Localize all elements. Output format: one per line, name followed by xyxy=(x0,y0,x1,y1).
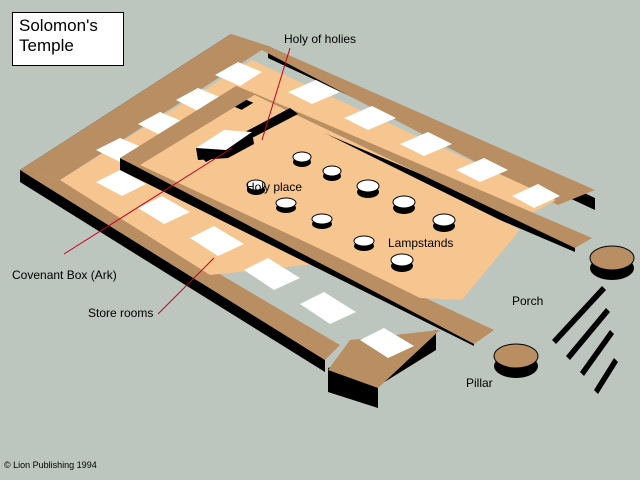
leader-holy-of-holies xyxy=(261,47,291,141)
outer-wall-north-east xyxy=(231,34,595,205)
lampstand xyxy=(353,235,375,251)
label-holy-of-holies: Holy of holies xyxy=(284,32,357,46)
porch-area xyxy=(462,230,560,318)
covenant-box xyxy=(196,130,254,160)
leader-store-rooms xyxy=(157,257,215,315)
pillar-left xyxy=(493,343,539,378)
leader-lines xyxy=(63,47,291,315)
outer-wall-entrance-corner xyxy=(328,330,440,388)
lampstand xyxy=(356,179,380,198)
label-store-rooms: Store rooms xyxy=(88,306,154,320)
outer-wall-south-west xyxy=(20,170,340,360)
outer-wall-north-west xyxy=(20,34,268,180)
lampstands xyxy=(246,151,456,272)
pillar-right xyxy=(589,245,635,280)
label-covenant-box: Covenant Box (Ark) xyxy=(12,268,117,282)
title-box: Solomon's Temple xyxy=(12,12,124,66)
inner-wall-north-west xyxy=(120,86,256,165)
leader-covenant-box xyxy=(63,147,233,255)
inner-wall-north-east xyxy=(236,86,592,248)
copyright-text: © Lion Publishing 1994 xyxy=(4,460,97,470)
lampstand xyxy=(275,197,297,213)
lampstand xyxy=(292,151,312,167)
porch-steps xyxy=(552,286,618,394)
lampstand xyxy=(432,213,456,232)
label-holy-place: Holy place xyxy=(246,180,303,194)
label-porch: Porch xyxy=(512,294,544,308)
lampstand xyxy=(311,213,333,229)
lampstand xyxy=(322,165,342,181)
lampstand xyxy=(390,253,414,272)
inner-wall-south-west xyxy=(120,158,494,344)
lampstand xyxy=(246,179,266,195)
outer-walls xyxy=(20,34,595,408)
label-pillar: Pillar xyxy=(466,376,493,390)
label-lampstands: Lampstands xyxy=(388,236,454,250)
title-line-2: Temple xyxy=(19,36,74,55)
title-line-1: Solomon's xyxy=(19,16,98,35)
lampstand xyxy=(392,195,416,214)
